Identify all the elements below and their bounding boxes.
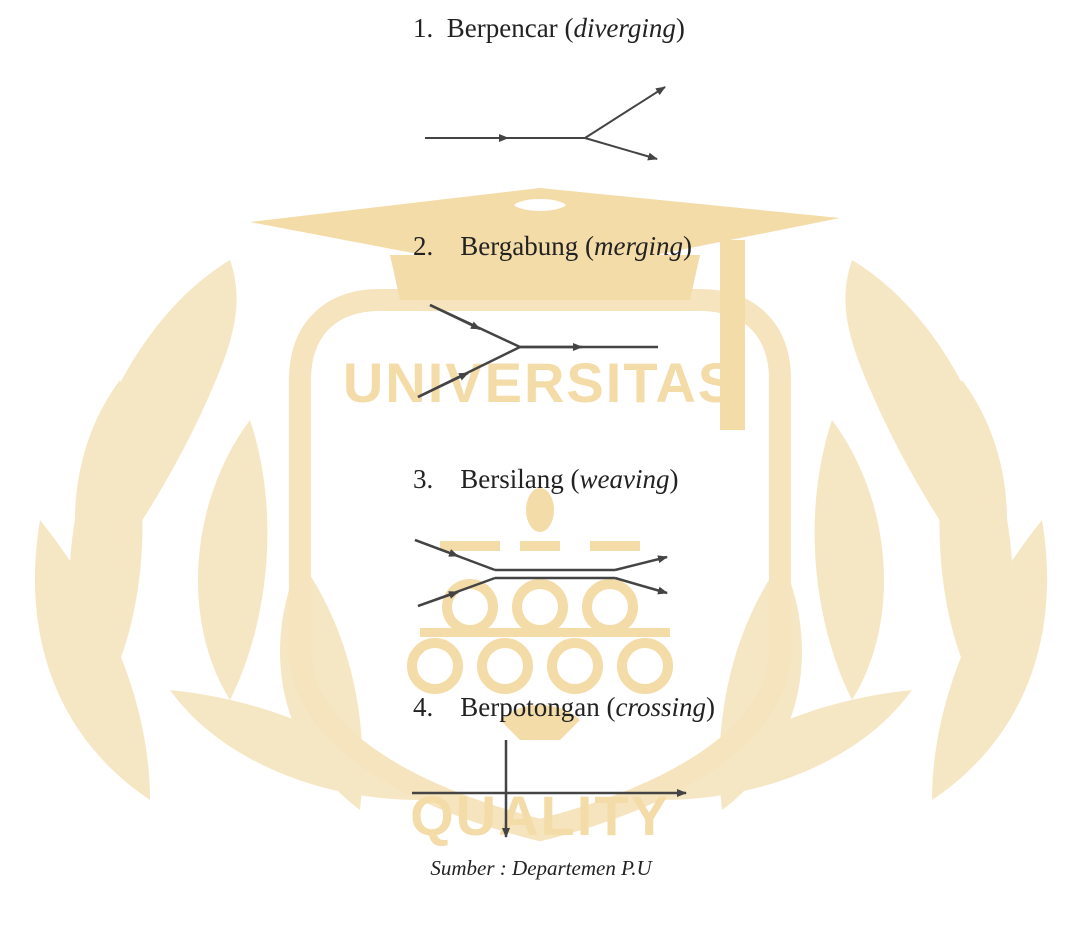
diverging-upper-branch xyxy=(584,86,666,139)
crossing-diagram xyxy=(412,740,687,838)
diverging-diagram xyxy=(425,86,666,161)
item-4-title: 4. Berpotongan (crossing) xyxy=(413,692,715,722)
shield-outline xyxy=(289,289,791,842)
watermark-bottom-text: QUALITY xyxy=(410,784,670,847)
merging-diagram xyxy=(417,303,658,399)
item-3-number: 3. xyxy=(413,464,434,494)
weaving-upper-out xyxy=(614,555,668,572)
item-2-name: Bergabung xyxy=(460,231,579,261)
item-3-name: Bersilang xyxy=(460,464,564,494)
item-2-number: 2. xyxy=(413,231,434,261)
item-1-title: 1. Berpencar (diverging) xyxy=(413,13,685,43)
weaving-lower-out xyxy=(614,576,668,595)
item-2-english: merging xyxy=(593,231,683,261)
weaving-diagram xyxy=(414,538,668,608)
watermark-top-text: UNIVERSITAS xyxy=(343,351,737,414)
item-4-english: crossing xyxy=(615,692,706,722)
item-4-number: 4. xyxy=(413,692,434,722)
item-4-name: Berpotongan xyxy=(460,692,600,722)
item-1-number: 1. xyxy=(413,13,434,43)
item-2-title: 2. Bergabung (merging) xyxy=(413,231,692,261)
item-1-english: diverging xyxy=(573,13,676,43)
diverging-lower-branch xyxy=(584,137,658,161)
graduation-cap xyxy=(250,188,840,270)
item-3-title: 3. Bersilang (weaving) xyxy=(413,464,679,494)
item-1-name: Berpencar xyxy=(446,13,558,43)
item-3-english: weaving xyxy=(579,464,670,494)
source-caption: Sumber : Departemen P.U xyxy=(430,856,652,880)
